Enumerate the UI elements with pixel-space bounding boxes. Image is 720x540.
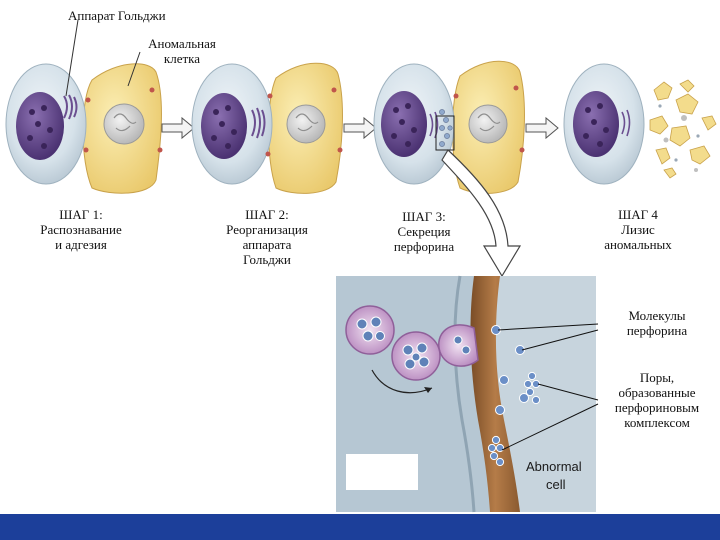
step-line: и адгезия (55, 237, 107, 252)
abnormal-cell-label-line-1: Аномальная (148, 36, 216, 51)
step-title: ШАГ 3: (402, 209, 446, 224)
step-line: аномальных (604, 237, 672, 252)
golgi-pointer (65, 19, 79, 97)
golgi-apparatus (251, 107, 266, 139)
abnormal-cell-label-line-2: клетка (163, 51, 201, 66)
pores-label: Поры, образованные перфориновым комплекс… (614, 370, 700, 430)
step-4-caption: ШАГ 4 Лизис аномальных (586, 207, 690, 252)
step-3-illustration (373, 60, 525, 194)
step-3-caption: ШАГ 3: Секреция перфорина (374, 209, 474, 254)
step-line: аппарата (242, 237, 292, 252)
arrow-right-icon (525, 116, 559, 140)
abnormal-cell-pointer (127, 51, 141, 87)
step-line: Секреция (397, 224, 451, 239)
big-curved-arrow-icon (441, 149, 522, 278)
inset-white-box (346, 454, 418, 490)
step-line: Распознавание (40, 222, 122, 237)
step-2-caption: ШАГ 2: Реорганизация аппарата Гольджи (204, 207, 330, 267)
step-title: ШАГ 2: (245, 207, 289, 222)
arrow-right-icon (161, 116, 195, 140)
golgi-label: Аппарат Гольджи (68, 8, 166, 23)
step-1-illustration (5, 63, 163, 194)
step-4-illustration (563, 63, 717, 185)
target-nucleus (468, 104, 508, 144)
perforin-granules (439, 109, 453, 147)
fusing-vesicle (438, 324, 479, 367)
golgi-apparatus (63, 94, 78, 120)
abnormal-cell-inset-label: Abnormal cell (526, 459, 582, 492)
perforin-molecules-label: Молекулы перфорина (626, 308, 688, 338)
vesicle (345, 305, 395, 355)
step-line: Лизис (621, 222, 655, 237)
cell-membrane (470, 276, 520, 512)
step-line: Гольджи (243, 252, 291, 267)
footer-bar (0, 514, 720, 540)
step-line: Реорганизация (226, 222, 308, 237)
abnormal-cell-label: Аномальная клетка (132, 36, 232, 66)
golgi-apparatus (621, 109, 631, 137)
lysed-cell-fragments (649, 79, 717, 179)
perforin-pores (487, 371, 541, 467)
perforin-molecules (491, 325, 529, 415)
step-1-caption: ШАГ 1: Распознавание и адгезия (16, 207, 146, 252)
target-nucleus (103, 103, 145, 145)
zoom-region-box (435, 115, 455, 151)
step-line: перфорина (393, 239, 455, 254)
step-2-illustration (191, 62, 343, 194)
arrow-right-icon (343, 116, 377, 140)
step-title: ШАГ 1: (59, 207, 103, 222)
step-title: ШАГ 4 (618, 207, 658, 222)
target-nucleus (286, 104, 326, 144)
